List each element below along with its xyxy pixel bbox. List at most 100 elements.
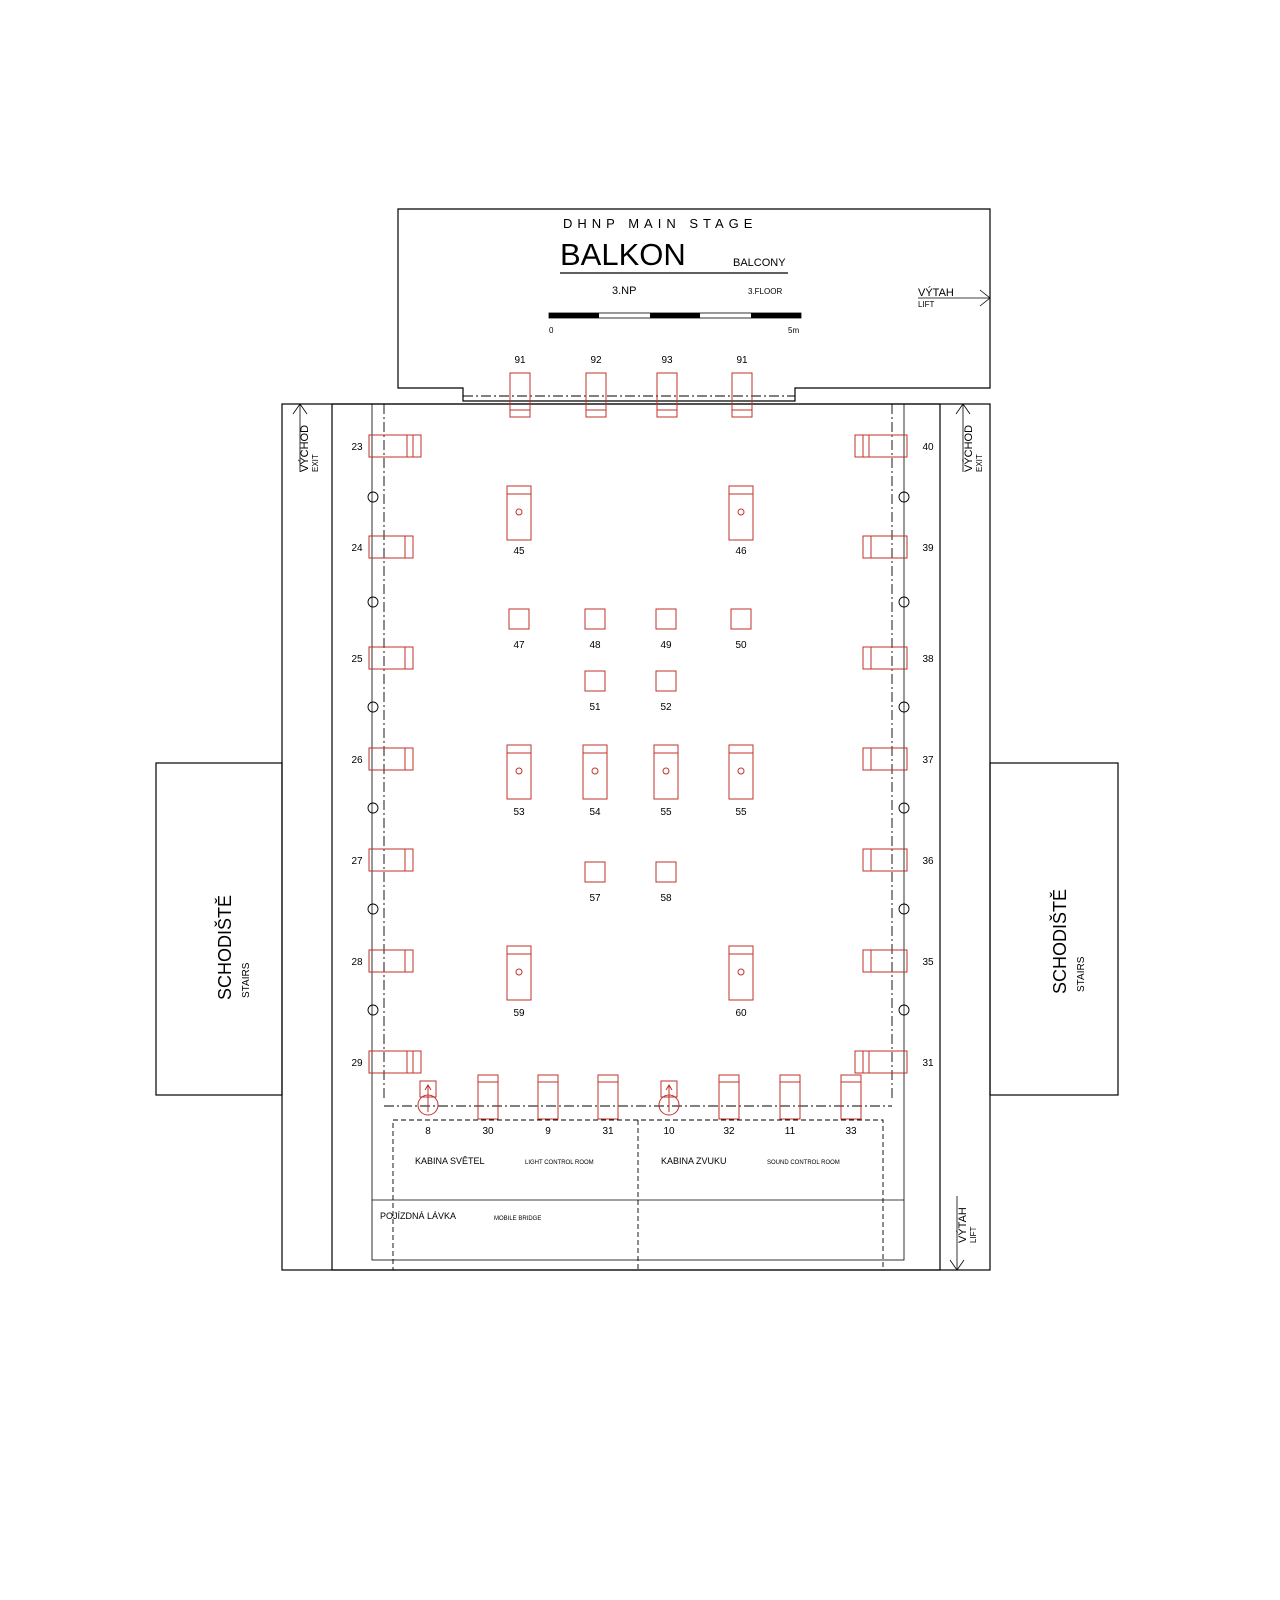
bridge-label-en: MOBILE BRIDGE	[494, 1216, 541, 1222]
fixture-row3-1[interactable]	[655, 670, 677, 692]
fixture-left-5[interactable]	[368, 949, 414, 973]
fixture-left-0[interactable]	[368, 434, 422, 458]
fixture-row5-1[interactable]	[655, 861, 677, 883]
venue-label: DHNP MAIN STAGE	[563, 216, 757, 231]
light-room-label-en: LIGHT CONTROL ROOM	[525, 1160, 594, 1166]
fixture-row4-2[interactable]	[653, 744, 679, 800]
fixture-label-right-5: 35	[922, 957, 934, 968]
lift-arrow-icon	[918, 289, 991, 307]
fixture-label-bottom-1: 30	[482, 1126, 494, 1137]
light-room-label: KABINA SVĚTEL	[415, 1156, 485, 1166]
fixture-label-left-3: 26	[351, 755, 363, 766]
column-right-1	[898, 596, 910, 608]
fixture-left-4[interactable]	[368, 848, 414, 872]
title-room	[397, 208, 991, 402]
lift-bottom-label-en: LIFT	[969, 1226, 978, 1243]
fixture-label-left-0: 23	[351, 442, 363, 453]
column-left-3	[367, 802, 379, 814]
fixture-right-6[interactable]	[854, 1050, 908, 1074]
fixture-row5-0-label: 57	[589, 893, 601, 904]
fixture-right-0[interactable]	[854, 434, 908, 458]
stairs-left-label: SCHODIŠTĚ	[214, 895, 235, 1000]
fixture-label-top-0: 91	[514, 355, 526, 366]
fixture-bottom-0[interactable]	[417, 1080, 439, 1116]
fixture-row4-1-label: 54	[589, 807, 601, 818]
fixture-59[interactable]	[506, 945, 532, 1001]
column-right-5	[898, 1004, 910, 1016]
fixture-row2-3[interactable]	[730, 608, 752, 630]
fixture-label-bottom-4: 10	[663, 1126, 675, 1137]
fixture-label-bottom-6: 11	[785, 1126, 796, 1137]
stairs-right	[989, 762, 1119, 1096]
stairs-right-label: SCHODIŠTĚ	[1049, 889, 1070, 994]
fixture-right-5[interactable]	[862, 949, 908, 973]
control-rooms	[372, 1119, 904, 1271]
fixture-right-2[interactable]	[862, 646, 908, 670]
fixture-row4-0[interactable]	[506, 744, 532, 800]
fixture-left-2[interactable]	[368, 646, 414, 670]
fixture-46[interactable]	[728, 485, 754, 541]
column-right-3	[898, 802, 910, 814]
fixture-label-left-1: 24	[351, 543, 363, 554]
fixture-row2-2[interactable]	[655, 608, 677, 630]
fixture-right-1[interactable]	[862, 535, 908, 559]
fixture-row5-0[interactable]	[584, 861, 606, 883]
fixture-label-right-3: 37	[922, 755, 934, 766]
fixture-row4-2-label: 55	[660, 807, 672, 818]
fixture-label-left-2: 25	[351, 654, 363, 665]
fixture-label-right-4: 36	[922, 856, 934, 867]
fixture-label-right-6: 31	[922, 1058, 934, 1069]
floor-label: 3.NP	[612, 285, 636, 297]
fixture-label-left-5: 28	[351, 957, 363, 968]
column-right-4	[898, 903, 910, 915]
stairs-left-label-en: STAIRS	[241, 962, 252, 998]
fixture-row2-1[interactable]	[584, 608, 606, 630]
fixture-left-1[interactable]	[368, 535, 414, 559]
column-right-2	[898, 701, 910, 713]
fixture-bottom-2[interactable]	[537, 1074, 559, 1120]
fixture-label-bottom-5: 32	[723, 1126, 735, 1137]
fixture-top-3[interactable]	[731, 372, 753, 418]
lift-bottom-arrow-icon	[949, 1196, 965, 1271]
lift-bottom-label: VÝTAH	[956, 1207, 969, 1243]
fixture-left-6[interactable]	[368, 1050, 422, 1074]
fixture-top-2[interactable]	[656, 372, 678, 418]
fixture-row3-0[interactable]	[584, 670, 606, 692]
fixture-row2-0-label: 47	[513, 640, 525, 651]
fixture-row2-3-label: 50	[735, 640, 747, 651]
fixture-row4-3[interactable]	[728, 744, 754, 800]
fixture-top-1[interactable]	[585, 372, 607, 418]
fixture-row2-0[interactable]	[508, 608, 530, 630]
fixture-59-label: 59	[513, 1008, 525, 1019]
fixture-label-bottom-7: 33	[845, 1126, 857, 1137]
fixture-bottom-7[interactable]	[840, 1074, 862, 1120]
fixture-right-4[interactable]	[862, 848, 908, 872]
fixture-bottom-4[interactable]	[658, 1080, 680, 1116]
fixture-bottom-6[interactable]	[779, 1074, 801, 1120]
bridge-label: POJÍZDNÁ LÁVKA	[380, 1211, 456, 1221]
fixture-bottom-3[interactable]	[597, 1074, 619, 1120]
fixture-row5-1-label: 58	[660, 893, 672, 904]
fixture-row4-1[interactable]	[582, 744, 608, 800]
fixture-row3-1-label: 52	[660, 702, 672, 713]
fixture-top-0[interactable]	[509, 372, 531, 418]
fixture-45[interactable]	[506, 485, 532, 541]
scale-bar	[548, 312, 802, 319]
fixture-row3-0-label: 51	[589, 702, 601, 713]
fixture-45-label: 45	[513, 546, 525, 557]
fixture-bottom-5[interactable]	[718, 1074, 740, 1120]
columns	[367, 491, 910, 1016]
sound-room-label-en: SOUND CONTROL ROOM	[767, 1160, 840, 1166]
fixture-60[interactable]	[728, 945, 754, 1001]
fixture-left-3[interactable]	[368, 747, 414, 771]
fixture-label-right-0: 40	[922, 442, 934, 453]
fixture-label-left-6: 29	[351, 1058, 363, 1069]
fixture-row2-2-label: 49	[660, 640, 672, 651]
exit-right-label-en: EXIT	[975, 454, 984, 472]
fixture-row4-3-label: 55	[735, 807, 747, 818]
fixture-bottom-1[interactable]	[477, 1074, 499, 1120]
fixture-right-3[interactable]	[862, 747, 908, 771]
fixture-label-right-1: 39	[922, 543, 934, 554]
stairs-left	[155, 762, 283, 1096]
